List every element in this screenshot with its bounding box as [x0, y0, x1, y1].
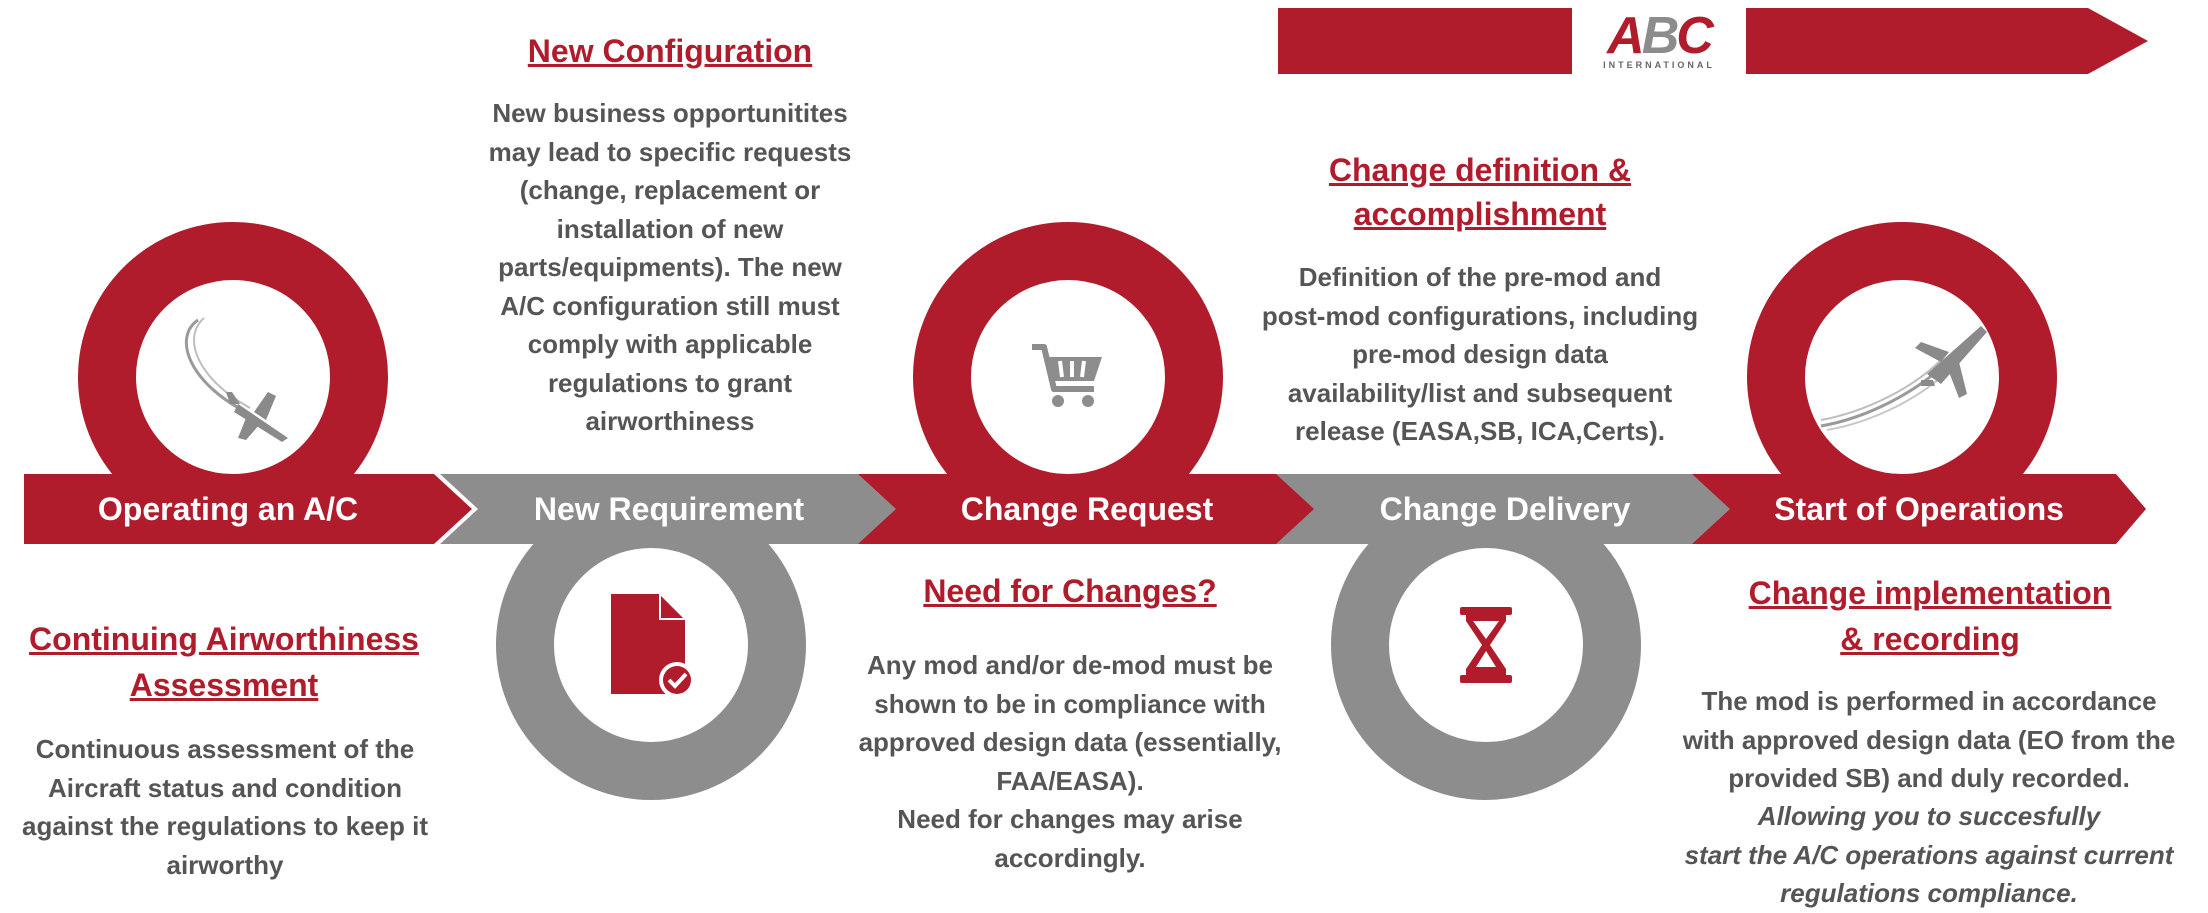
company-logo: ABC INTERNATIONAL	[1572, 8, 1746, 74]
document-check-icon	[554, 548, 748, 742]
need-for-changes-text: Any mod and/or de-mod must be shown to b…	[858, 650, 1282, 873]
timeline-step-change-delivery: Change Delivery	[1276, 474, 1734, 544]
timeline-label: Change Request	[960, 490, 1214, 527]
change-definition-heading: Change definition & accomplishment	[1328, 152, 1632, 232]
timeline-step-operating: Operating an A/C	[24, 474, 472, 544]
landing-plane-icon	[136, 280, 330, 474]
new-configuration-heading: New Configuration	[527, 33, 813, 69]
continuing-airworthiness-text: Continuous assessment of the Aircraft st…	[22, 734, 428, 880]
timeline-label: Change Delivery	[1379, 490, 1631, 527]
need-for-changes-heading: Need for Changes?	[923, 573, 1217, 609]
takeoff-plane-icon	[1805, 280, 1999, 474]
change-implementation-text: The mod is performed in accordance with …	[1682, 686, 2176, 793]
change-implementation-heading: Change implementation & recording	[1748, 575, 2112, 657]
change-definition-text: Definition of the pre-mod and post-mod c…	[1261, 262, 1699, 446]
timeline-label: New Requirement	[533, 490, 805, 527]
timeline-step-new-requirement: New Requirement	[440, 474, 898, 544]
timeline-step-change-request: Change Request	[858, 474, 1316, 544]
continuing-airworthiness-heading: Continuing Airworthiness Assessment	[29, 621, 419, 703]
timeline-label: Operating an A/C	[97, 490, 359, 527]
shopping-cart-icon	[971, 280, 1165, 474]
logo-subtext: INTERNATIONAL	[1603, 60, 1715, 70]
new-configuration-text: New business opportunitites may lead to …	[488, 98, 852, 436]
change-implementation-italic-text: Allowing you to succesfully start the A/…	[1684, 801, 2174, 908]
timeline-label: Start of Operations	[1774, 490, 2064, 527]
timeline-step-start-operations: Start of Operations	[1692, 474, 2146, 544]
hourglass-icon	[1389, 548, 1583, 742]
